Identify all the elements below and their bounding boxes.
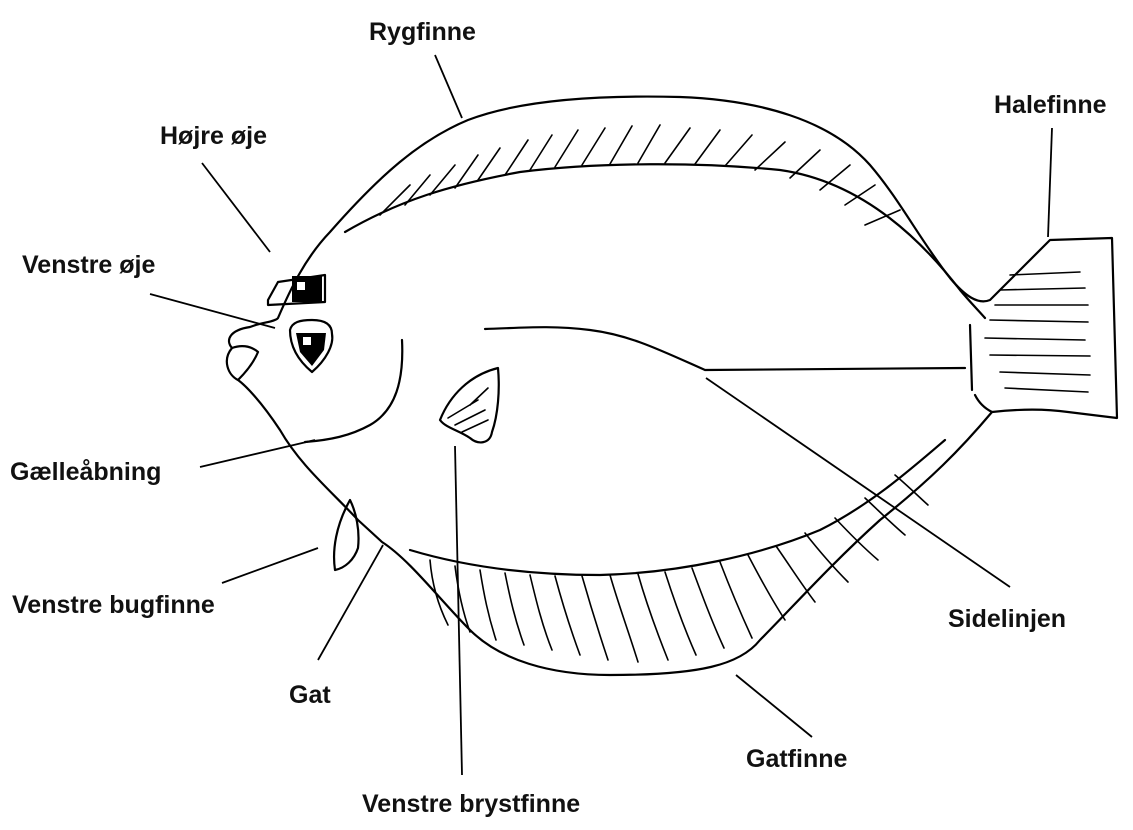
- leader-gaelleabning: [200, 440, 315, 467]
- label-rygfinne: Rygfinne: [369, 18, 476, 46]
- label-sidelinjen: Sidelinjen: [948, 605, 1066, 633]
- label-hojre-oje: Højre øje: [160, 122, 267, 150]
- mouth: [232, 346, 258, 380]
- label-gatfinne: Gatfinne: [746, 745, 847, 773]
- pelvic-fin: [334, 500, 358, 570]
- leader-halefinne: [1048, 128, 1052, 237]
- lateral-line: [485, 327, 965, 370]
- label-gaelleabning: Gælleåbning: [10, 458, 161, 486]
- leader-venstre-bugfinne: [222, 548, 318, 583]
- left-eye-highlight: [303, 337, 311, 345]
- leader-venstre-oje: [150, 294, 275, 328]
- anal-fin-base: [410, 440, 945, 575]
- label-gat: Gat: [289, 681, 331, 709]
- label-halefinne: Halefinne: [994, 91, 1107, 119]
- label-venstre-oje: Venstre øje: [22, 251, 155, 279]
- leader-hojre-oje: [202, 163, 270, 252]
- label-venstre-bugfinne: Venstre bugfinne: [12, 591, 215, 619]
- label-venstre-brystfinne: Venstre brystfinne: [362, 790, 580, 818]
- leader-gatfinne: [736, 675, 812, 737]
- leader-rygfinne: [435, 55, 462, 118]
- dorsal-fin-rays: [380, 125, 900, 225]
- tail-rays: [985, 272, 1090, 392]
- fish-body-outline: [227, 97, 1117, 675]
- leader-venstre-brystfinne: [455, 446, 462, 775]
- leader-sidelinjen: [706, 378, 1010, 587]
- right-eye-pupil: [292, 276, 322, 302]
- right-eye-highlight: [297, 282, 305, 290]
- dorsal-fin-base: [345, 164, 985, 318]
